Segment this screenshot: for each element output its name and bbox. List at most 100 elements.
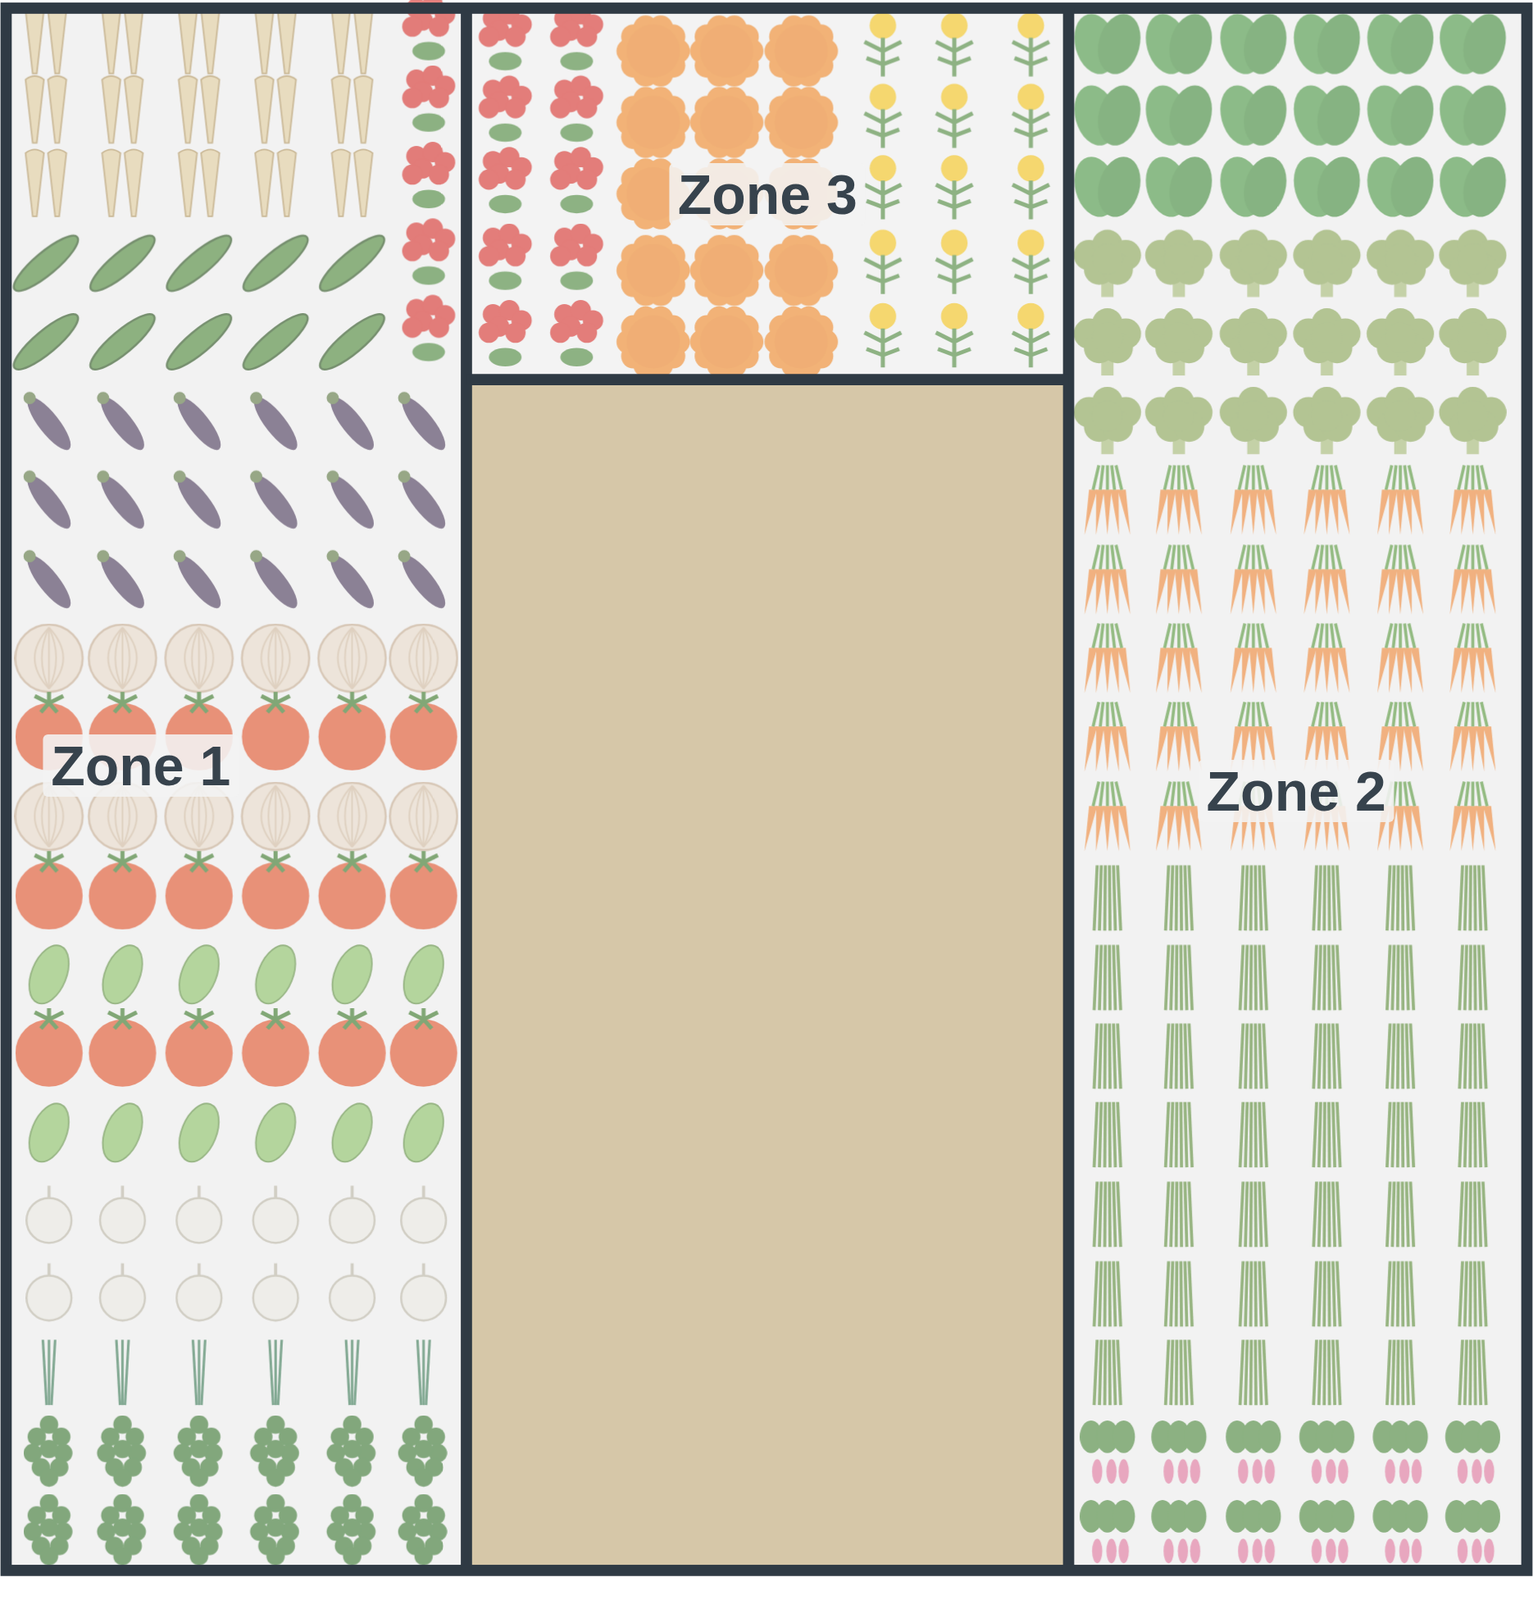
radish-root [1119, 1459, 1129, 1484]
carrot-root [1249, 569, 1258, 615]
carrot-root [1475, 490, 1484, 536]
radish-root [1325, 1538, 1336, 1564]
bean-pod [1396, 945, 1400, 1011]
geranium-flower [504, 245, 526, 267]
carrot-top [1477, 701, 1480, 727]
bean-pod [1240, 1340, 1244, 1406]
plant-picture [1459, 865, 1486, 932]
parsnip-root [102, 6, 121, 74]
carrot-root [1103, 726, 1112, 772]
bean-pod [1117, 1261, 1121, 1328]
bean-pod [1464, 1101, 1467, 1168]
parsnip-root [277, 149, 296, 217]
chive [277, 1340, 282, 1406]
pepper [95, 1097, 151, 1168]
divider-line [1063, 8, 1075, 1571]
plant-picture [160, 228, 238, 299]
marigold-head [774, 315, 828, 369]
carrot-top [1335, 701, 1342, 727]
chive [354, 1340, 359, 1406]
outer-border [5, 8, 1527, 1571]
plant-picture [25, 76, 67, 144]
lettuce-leaf [1091, 80, 1147, 151]
tomato [241, 862, 310, 930]
bean-pod [1313, 1101, 1317, 1168]
plant-picture [864, 303, 902, 368]
eggplant [170, 550, 228, 615]
radish-root [1384, 1538, 1395, 1564]
tomato [15, 1019, 83, 1088]
bean-pod [1165, 1101, 1170, 1168]
radish-root [1483, 1538, 1494, 1564]
plant-picture [936, 229, 974, 294]
chive [274, 1340, 278, 1406]
plant-picture [171, 939, 227, 1010]
bean-pod [1259, 865, 1261, 932]
carrot-top [1111, 545, 1115, 570]
plant-picture [26, 1186, 72, 1244]
plant-picture [402, 141, 456, 209]
tomato-stem [34, 691, 64, 713]
parsnip-root [124, 6, 143, 74]
carrot-top [1171, 465, 1174, 491]
garlic-top [121, 1263, 125, 1276]
garlic-top [273, 1186, 278, 1199]
plant-picture [1084, 545, 1131, 615]
plant-picture [616, 86, 691, 159]
carrot-top [1398, 545, 1402, 570]
bean-pod [1313, 865, 1317, 932]
onion [318, 782, 386, 851]
bean-pod [1319, 1261, 1321, 1328]
carrot-root [1230, 648, 1243, 694]
carrot-top [1458, 545, 1465, 570]
onion-line [352, 627, 367, 690]
bean-pod [1459, 1101, 1463, 1168]
bean-pod [1391, 1261, 1394, 1328]
carrot-root [1388, 490, 1397, 536]
plant-picture [1313, 945, 1340, 1011]
bean-pod [1464, 865, 1467, 932]
plant-picture [1084, 465, 1131, 536]
plant-picture [1373, 1500, 1429, 1564]
parsley-leaf [113, 1440, 132, 1459]
bean-pod [1174, 1182, 1179, 1248]
plant-picture [254, 6, 296, 74]
bean-pod [1464, 945, 1467, 1011]
carrot-top [1246, 545, 1249, 570]
onion-line [423, 786, 432, 848]
plant-picture [1230, 465, 1277, 536]
tomato [390, 862, 458, 930]
plant-picture [94, 391, 151, 456]
radish-root [1384, 1459, 1395, 1484]
carrot-top [1312, 701, 1319, 727]
carrot-top [1481, 623, 1488, 649]
chive [124, 1340, 128, 1406]
plant-picture [236, 228, 314, 299]
plant-picture [550, 146, 604, 214]
marigold-head [626, 24, 680, 78]
parsnip-root [25, 6, 44, 74]
plant-picture [1094, 865, 1121, 932]
carrot-root [1188, 490, 1201, 536]
tomato [390, 1019, 458, 1088]
marigold-head [700, 24, 754, 78]
onion-line [275, 786, 283, 848]
bean-pod [1249, 1023, 1253, 1090]
carrot-top [1319, 623, 1323, 649]
parsnip-root [124, 149, 143, 217]
marigold-flower [869, 83, 897, 110]
eggplant [247, 469, 305, 534]
bean-pod [1103, 1101, 1107, 1168]
bean-pod [1245, 1182, 1247, 1248]
tomato [88, 1019, 156, 1088]
bean-pod [1184, 1340, 1187, 1406]
carrot-root [1241, 569, 1251, 615]
tomato [88, 862, 156, 930]
parsnip-root [200, 76, 219, 144]
plant-picture [318, 1008, 386, 1088]
garlic-top [197, 1263, 201, 1276]
radish-root [1237, 1459, 1248, 1484]
carrot-root [1182, 569, 1191, 615]
pepper [21, 1097, 77, 1168]
bean-pod [1396, 1261, 1400, 1328]
